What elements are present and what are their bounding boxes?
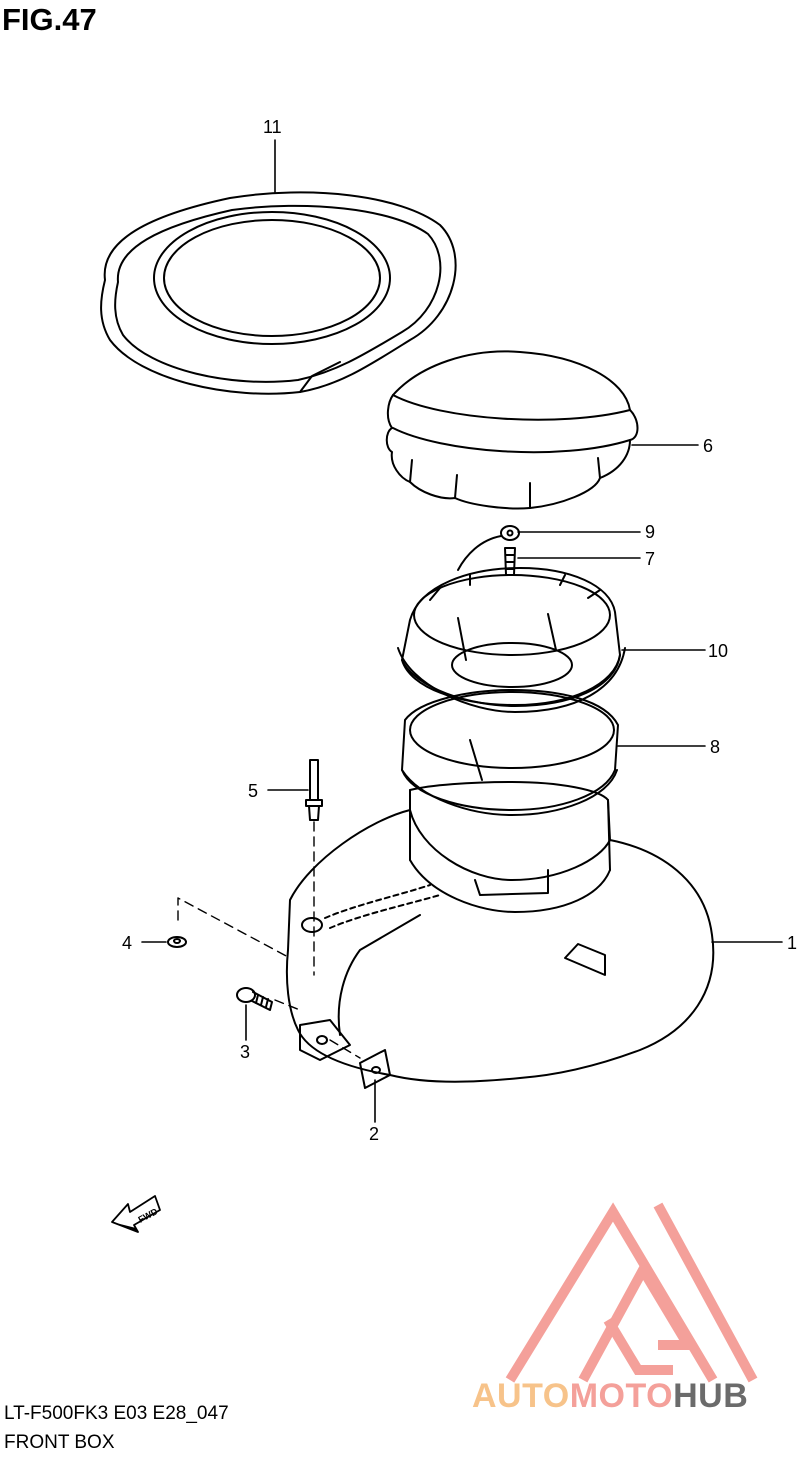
figure-name: FRONT BOX (4, 1432, 115, 1453)
automotohub-watermark: AUTOMOTOHUB (472, 1377, 748, 1416)
callout-8: 8 (710, 737, 720, 757)
callout-4: 4 (122, 933, 132, 953)
part-2-clip (359, 1049, 391, 1089)
fwd-arrow-icon: FWD (111, 1195, 161, 1233)
part-11-gasket (100, 191, 457, 395)
callout-9: 9 (645, 522, 655, 542)
assembly-lines (177, 821, 361, 1059)
part-8-ring (401, 689, 619, 816)
watermark-moto: MOTO (569, 1377, 674, 1415)
automotohub-logo-icon (505, 1202, 758, 1383)
callout-2: 2 (369, 1124, 379, 1144)
part-3-screw (236, 987, 273, 1011)
part-5-rivet (305, 759, 323, 821)
callout-7: 7 (645, 549, 655, 569)
figure-title: FIG.47 (2, 2, 97, 37)
part-6-cap (385, 350, 639, 510)
model-code: LT-F500FK3 E03 E28_047 (4, 1403, 229, 1424)
callout-10: 10 (708, 641, 728, 661)
part-1-front-box (285, 781, 715, 1083)
part-4-washer (167, 936, 187, 948)
callout-5: 5 (248, 781, 258, 801)
watermark-auto: AUTO (472, 1377, 570, 1415)
callout-3: 3 (240, 1042, 250, 1062)
callout-1: 1 (787, 933, 797, 953)
leader-lines (141, 139, 783, 1123)
callout-11: 11 (263, 117, 282, 137)
watermark-hub: HUB (673, 1377, 749, 1415)
callout-6: 6 (703, 436, 713, 456)
